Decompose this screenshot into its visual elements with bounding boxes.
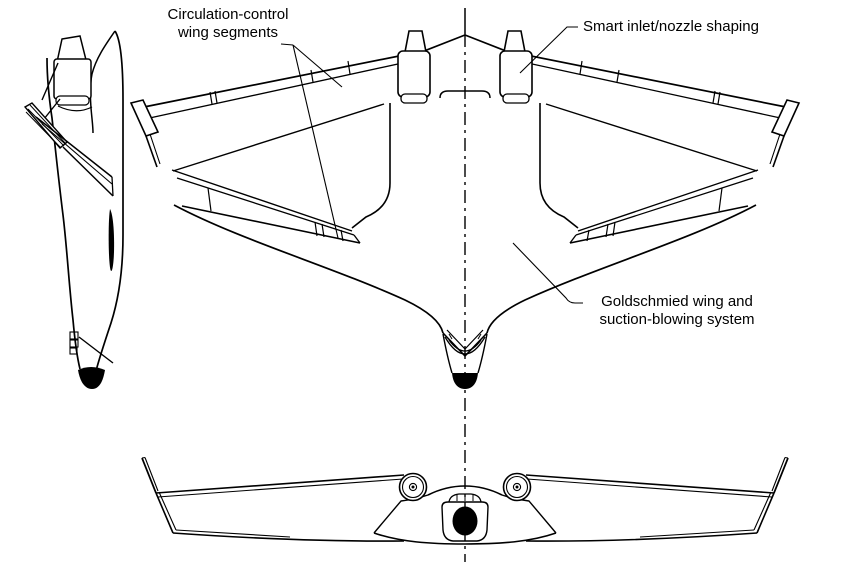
engine-nacelle-side (53, 35, 93, 112)
label-goldschmied-line2: suction-blowing system (599, 311, 755, 328)
leader-circulation-upper (292, 44, 343, 88)
label-smart-inlet: Smart inlet/nozzle shaping (583, 18, 759, 35)
plan-right-wing (464, 30, 800, 334)
annotation-leaders (280, 26, 583, 304)
front-right-wing (464, 456, 789, 545)
label-circulation-control-line2: wing segments (177, 24, 279, 41)
label-goldschmied-line1: Goldschmied wing and (601, 293, 753, 310)
front-left-wing (141, 456, 466, 545)
exhaust-slot (108, 209, 115, 271)
tail-cap (78, 367, 105, 389)
label-circulation-control: Circulation-control wing segments (150, 6, 306, 42)
leader-circulation-tick (280, 43, 294, 46)
leader-smart-inlet (519, 26, 578, 74)
label-goldschmied: Goldschmied wing and suction-blowing sys… (576, 293, 778, 329)
leader-goldschmied (512, 242, 583, 304)
side-view-drawing (23, 30, 124, 389)
plan-left-wing (130, 30, 466, 334)
leader-circulation-lower (292, 44, 339, 239)
label-circulation-control-line1: Circulation-control (167, 6, 289, 23)
